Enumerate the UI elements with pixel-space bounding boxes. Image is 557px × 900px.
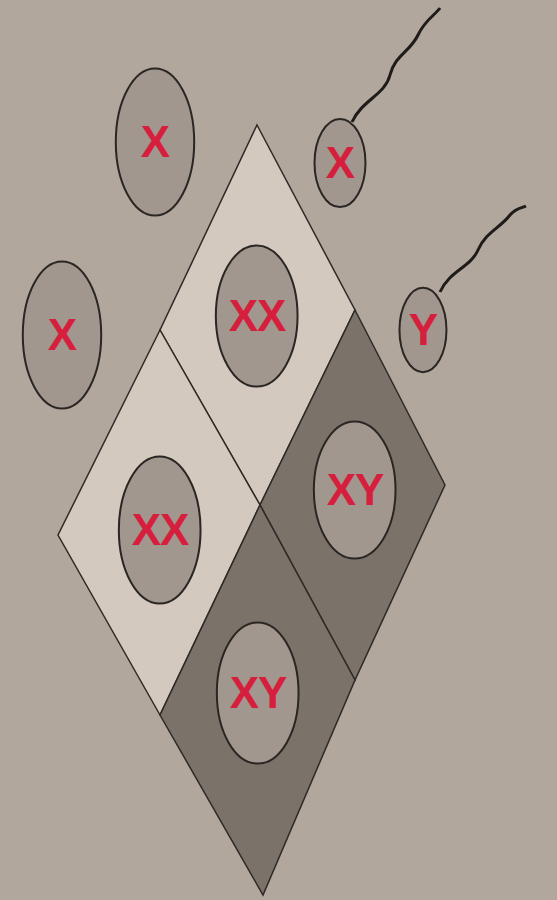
cell-circle: X — [22, 260, 102, 410]
cell-circle: XY — [313, 420, 396, 560]
cell-circle: XX — [118, 455, 201, 605]
chromosome-label: X — [326, 141, 354, 185]
chromosome-label: X — [141, 120, 169, 164]
sperm-tail — [440, 206, 526, 292]
cell-circle: XX — [215, 244, 298, 388]
chromosome-label: X — [48, 313, 76, 357]
cell-circle: Y — [399, 287, 447, 373]
cell-circle: X — [115, 67, 195, 217]
cell-circle: XY — [216, 621, 299, 765]
chromosome-label: XX — [229, 294, 286, 338]
chromosome-label: XY — [327, 468, 384, 512]
chromosome-label: XX — [132, 508, 189, 552]
chromosome-label: Y — [409, 308, 437, 352]
chromosome-label: XY — [230, 671, 287, 715]
sperm-tail — [352, 8, 440, 122]
cell-circle: X — [314, 118, 366, 208]
